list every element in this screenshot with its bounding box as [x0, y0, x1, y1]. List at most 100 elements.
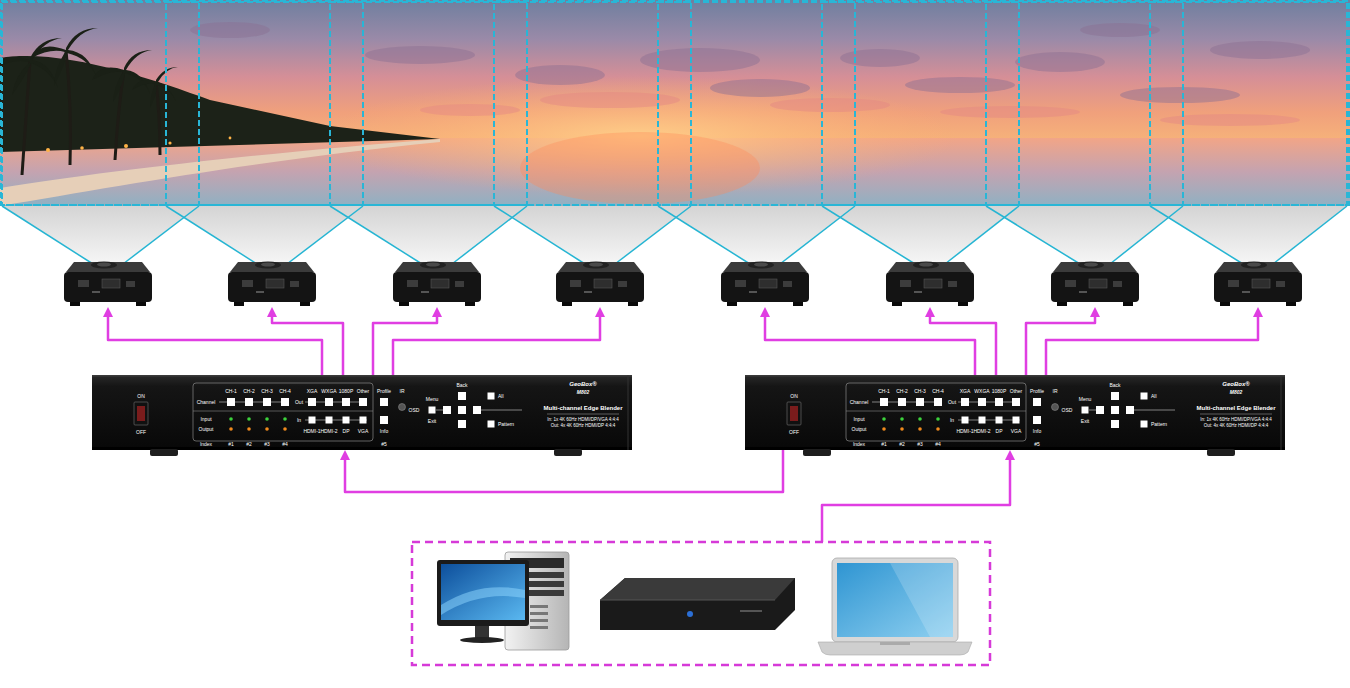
panel-label: #1 [228, 442, 234, 447]
blender-unit: ONOFFCH-1CH-2CH-3CH-4XGAWXGA1080POtherCh… [745, 375, 1285, 450]
projection-areas-part [822, 2, 1019, 205]
bluray-player-part [687, 611, 693, 617]
projection-beams-part [1150, 206, 1347, 264]
panel-label: OSD [1062, 408, 1073, 413]
panel-label: #2 [246, 442, 252, 447]
pc-tower-part [530, 619, 548, 622]
beach-lights-part [46, 148, 50, 152]
panel-label: Other [357, 389, 370, 394]
blender-unit: ONOFFCH-1CH-2CH-3CH-4XGAWXGA1080POtherCh… [92, 375, 632, 450]
panel-label: WXGA [321, 389, 336, 394]
projectors-part [721, 262, 809, 307]
beam-lines-part [822, 206, 915, 264]
output-cables-part [108, 316, 322, 375]
bluray-player-part [600, 600, 775, 601]
panel-label: CH-1 [225, 389, 237, 394]
beam-lines-part [166, 206, 257, 264]
pc-monitor-part [441, 564, 525, 620]
output-cables-part [930, 316, 996, 375]
panel-label: CH-1 [878, 389, 890, 394]
laptop-part [818, 642, 972, 655]
panel-label: 1080P [339, 389, 353, 394]
panel-label: In: 1x 4K 60Hz HDMI/DP/VGA 4:4:4 [1200, 418, 1272, 423]
projectors-part [556, 262, 644, 307]
panel-label: HDMI-1 [956, 429, 973, 434]
cloud-glow-part [1160, 114, 1300, 126]
cloud-glow-part [420, 104, 520, 116]
clouds-part [515, 65, 605, 85]
pc-tower-part [530, 626, 548, 629]
panel-label: Pattern [1151, 422, 1167, 427]
projectors-part [228, 262, 316, 307]
cable-arrowheads-part [1090, 307, 1100, 317]
projection-areas-part [494, 2, 691, 205]
panel-label: HDMI-2 [973, 429, 990, 434]
output-cables [108, 316, 1258, 542]
beam-lines-part [123, 206, 199, 264]
panel-label: VGA [1011, 429, 1022, 434]
panel-label: #4 [282, 442, 288, 447]
cable-arrowheads-part [1005, 450, 1015, 460]
panel-label: CH-4 [932, 389, 944, 394]
panel-label: In [950, 418, 954, 423]
beam-lines-part [615, 206, 691, 264]
cable-arrowheads-part [267, 307, 277, 317]
panel-label: #1 [881, 442, 887, 447]
panel-label: M802 [577, 390, 590, 395]
panel-label: Channel [197, 400, 216, 405]
panel-label: Out [948, 400, 956, 405]
panel-label: IR [1053, 389, 1058, 394]
panel-label: 1080P [992, 389, 1006, 394]
cable-arrowheads [103, 307, 1263, 460]
clouds-part [365, 46, 475, 64]
beam-lines-part [494, 206, 585, 264]
panel-label: Info [380, 429, 388, 434]
projectors-part [886, 262, 974, 307]
projection-beams-part [2, 206, 199, 264]
projection-beams-part [494, 206, 691, 264]
palm-trees-part [156, 82, 160, 155]
panel-label: Input [853, 417, 864, 422]
panel-label: WXGA [974, 389, 989, 394]
tree-line [0, 56, 440, 152]
pc-monitor-part [441, 587, 525, 615]
clouds-part [1120, 87, 1240, 103]
panel-label: XGA [960, 389, 971, 394]
panel-label: Multi-channel Edge Blender [1196, 405, 1275, 411]
bluray-player [600, 578, 795, 630]
pc-tower-part [530, 605, 548, 608]
cloud-glow [420, 92, 1300, 126]
panel-label: Exit [1081, 419, 1089, 424]
panel-label: OSD [409, 408, 420, 413]
output-cables-part [373, 316, 437, 375]
panel-label: HDMI-1 [303, 429, 320, 434]
projection-beams-part [986, 206, 1183, 264]
projection-beams-part [330, 206, 527, 264]
panel-label: In [297, 418, 301, 423]
cloud-glow-part [940, 106, 1080, 118]
projection-areas-part [2, 2, 199, 205]
panel-label: #5 [1034, 442, 1040, 447]
panel-label: Pattern [498, 422, 514, 427]
projection-beams-part [658, 206, 855, 264]
cable-line [345, 450, 783, 492]
panel-label: Back [456, 383, 467, 388]
output-cables-part [393, 316, 600, 375]
panel-label: IR [400, 389, 405, 394]
panel-label: Index [200, 442, 212, 447]
bluray-player-part [740, 610, 762, 612]
beam-lines-part [780, 206, 855, 264]
beam-lines-part [1150, 206, 1243, 264]
panel-label: Other [1010, 389, 1023, 394]
projection-areas-part [1, 1, 1349, 205]
beam-lines-part [452, 206, 527, 264]
clouds-part [710, 79, 810, 97]
beam-lines-part [986, 206, 1080, 264]
source-group-part [412, 542, 990, 665]
panel-label: VGA [358, 429, 369, 434]
panel-label: Input [200, 417, 211, 422]
panel-label: ON [137, 394, 145, 399]
output-cables-part [1046, 316, 1258, 375]
output-cables-part [765, 316, 975, 375]
